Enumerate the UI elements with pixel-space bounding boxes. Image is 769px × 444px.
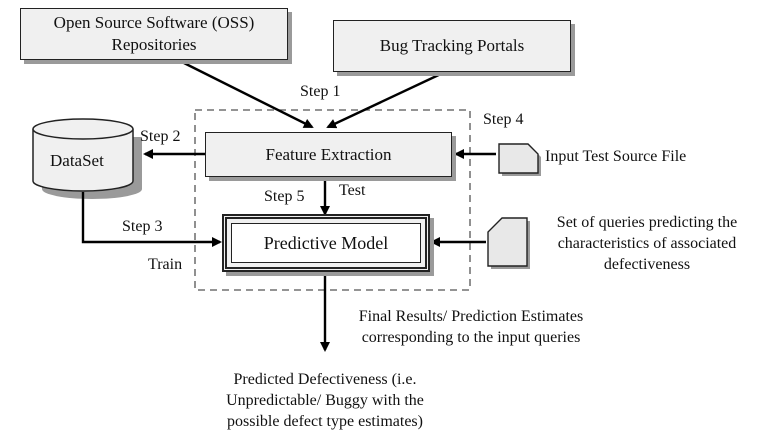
queries-file-icon: [487, 217, 530, 269]
predictive-model-box: Predictive Model: [222, 214, 430, 272]
predicted-defectiveness-text: Predicted Defectiveness (i.e. Unpredicta…: [190, 369, 460, 432]
arrow-oss-to-feature: [177, 58, 314, 129]
arrow-bug-to-feature: [326, 70, 446, 129]
queries-line1: Set of queries predicting the: [556, 214, 738, 231]
input-test-label: Input Test Source File: [545, 148, 687, 165]
input-test-file-icon: [498, 143, 541, 176]
results-line2: corresponding to the input queries: [361, 329, 581, 346]
train-label: Train: [148, 256, 183, 273]
arrow-dataset-to-model: [81, 192, 222, 247]
output-line3: possible defect type estimates): [227, 413, 423, 430]
queries-line3: defectiveness: [603, 256, 691, 273]
oss-line1: Open Source Software (OSS): [53, 13, 255, 32]
system-boundary: [194, 109, 471, 291]
dataset-label: DataSet: [50, 151, 104, 170]
queries-line2: characteristics of associated: [557, 235, 737, 252]
bug-portals-label: Bug Tracking Portals: [379, 36, 525, 55]
feature-extraction-box: Feature Extraction: [205, 132, 452, 177]
step2-label: Step 2: [140, 128, 181, 145]
dataset-cylinder: [32, 118, 142, 199]
predictive-model-label: Predictive Model: [263, 232, 389, 253]
step3-label: Step 3: [122, 218, 163, 235]
oss-repositories-box: Open Source Software (OSS) Repositories: [20, 8, 288, 60]
final-results-text: Final Results/ Prediction Estimates corr…: [333, 306, 609, 348]
step5-label: Step 5: [264, 188, 305, 205]
bug-tracking-portals-box: Bug Tracking Portals: [333, 20, 571, 72]
output-line1: Predicted Defectiveness (i.e.: [233, 371, 417, 388]
step1-label: Step 1: [300, 83, 341, 100]
oss-line2: Repositories: [111, 35, 197, 54]
queries-text: Set of queries predicting the characteri…: [536, 212, 758, 275]
output-line2: Unpredictable/ Buggy with the: [226, 392, 424, 409]
feature-extraction-label: Feature Extraction: [265, 144, 392, 164]
results-line1: Final Results/ Prediction Estimates: [358, 308, 584, 325]
step4-label: Step 4: [483, 111, 524, 128]
test-label: Test: [339, 182, 366, 199]
